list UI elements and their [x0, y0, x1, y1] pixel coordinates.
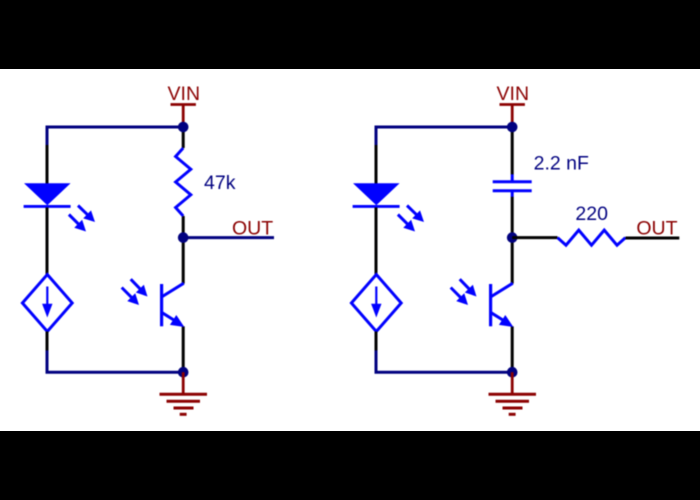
svg-text:2.2 nF: 2.2 nF	[534, 152, 589, 174]
svg-text:47k: 47k	[204, 172, 236, 194]
svg-text:OUT: OUT	[232, 217, 273, 239]
svg-text:220: 220	[575, 203, 608, 225]
svg-text:OUT: OUT	[636, 217, 677, 239]
svg-text:VIN: VIN	[168, 83, 201, 105]
